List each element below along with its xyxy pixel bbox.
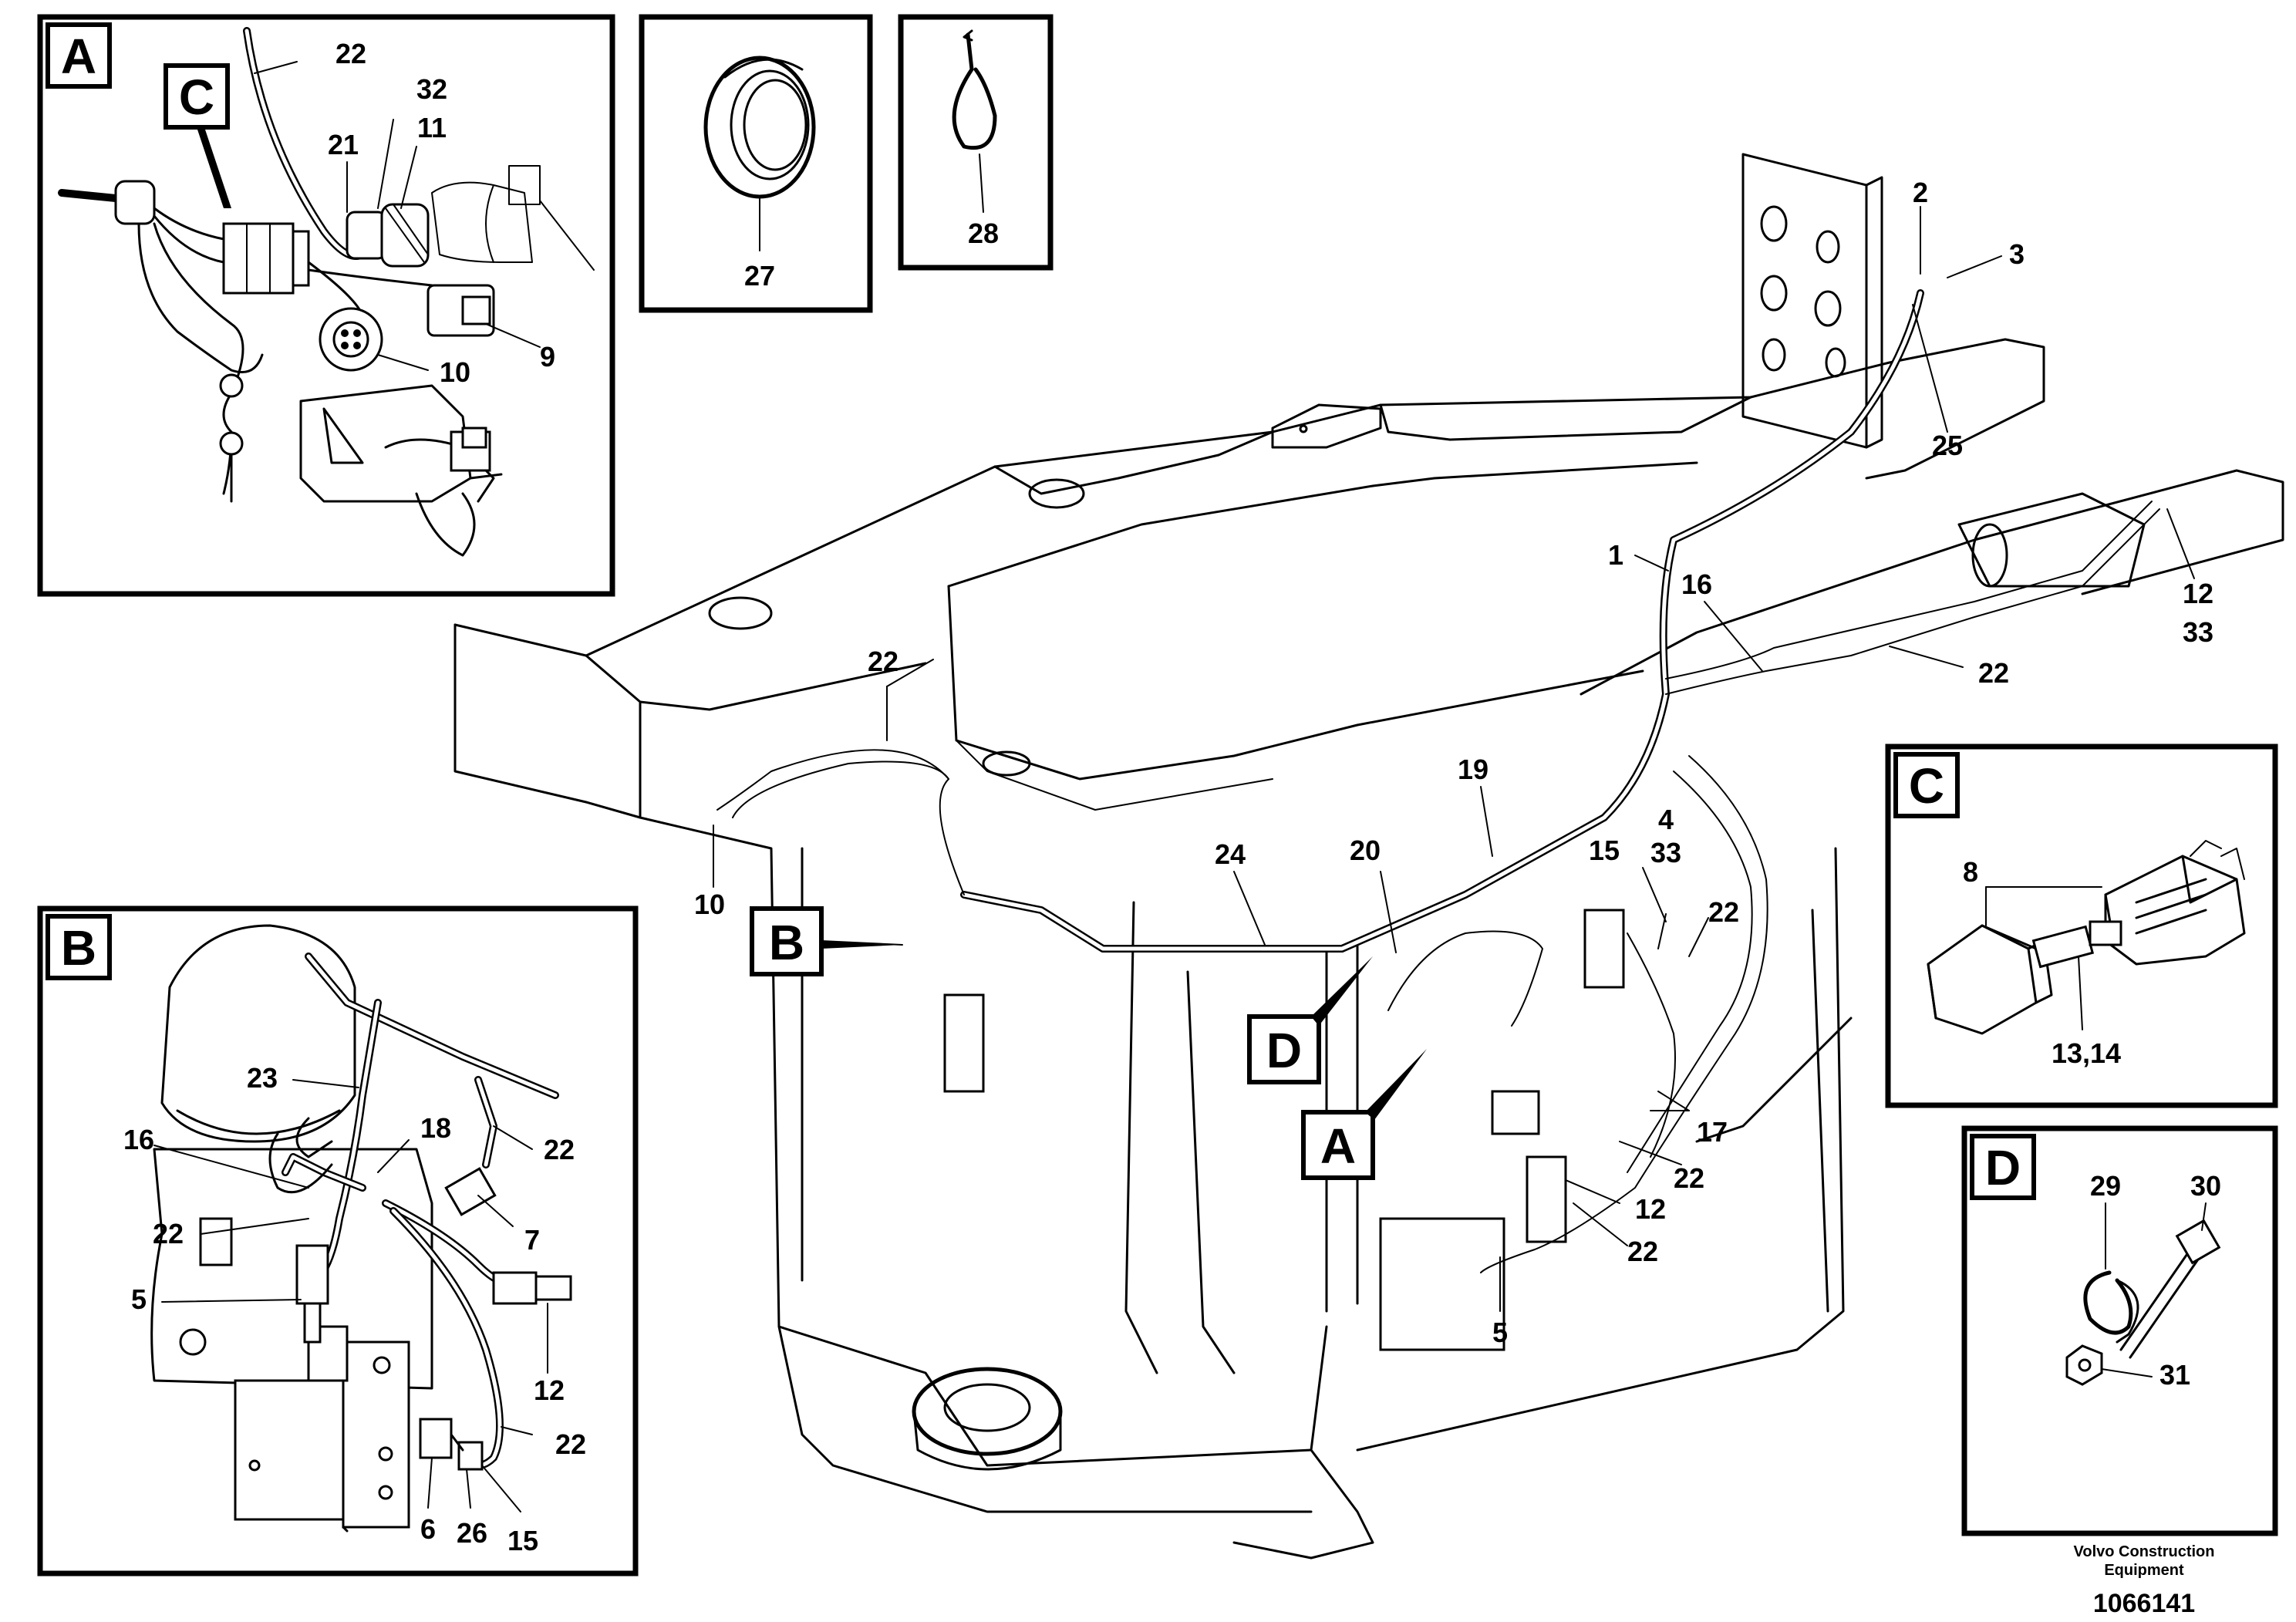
part-number: 6 (420, 1513, 436, 1545)
part-number: 16 (1681, 568, 1712, 600)
detail-tag-b-panel: B (61, 920, 96, 976)
part-number: 12 (1635, 1193, 1666, 1225)
part-number: 23 (247, 1062, 278, 1094)
detail-panel-a: A C (37, 14, 615, 597)
part-number: 17 (1697, 1116, 1728, 1148)
part-number: 2 (1913, 177, 1928, 208)
part-number: 1 (1608, 539, 1623, 571)
main-harness-cables (716, 289, 2160, 1273)
detail-panel-d: D 29 30 31 (1961, 1125, 2278, 1536)
part-number: 15 (507, 1525, 538, 1556)
main-frame-assembly (453, 153, 2284, 1560)
detail-panel-28: 28 (898, 14, 1054, 271)
part-number: 5 (131, 1283, 147, 1315)
detail-tag-d-main: D (1266, 1023, 1302, 1078)
main-leader-lines (713, 206, 2195, 1312)
detail-panel-c: C 8 13,14 (1885, 744, 2278, 1108)
part-number: 22 (335, 38, 366, 69)
detail-tag-b-main: B (769, 915, 804, 970)
detail-tag-d-panel: D (1985, 1140, 2021, 1195)
detail-tag-a-panel: A (61, 29, 96, 84)
part-number: 21 (328, 129, 359, 160)
part-number: 12 (2183, 578, 2213, 609)
detail-panel-27: 27 (639, 14, 873, 313)
part-number: 31 (2159, 1359, 2190, 1391)
part-number: 22 (1674, 1162, 1704, 1194)
part-number: 33 (1650, 837, 1681, 868)
part-number: 22 (1627, 1236, 1658, 1267)
detail-tag-c-panel: C (1909, 758, 1944, 814)
part-number: 22 (544, 1134, 575, 1165)
part-number: 19 (1458, 754, 1489, 785)
part-number: 25 (1932, 430, 1963, 461)
credit-line-1: Volvo Construction (2074, 1543, 2215, 1560)
detail-tag-c-in-a: C (179, 69, 214, 125)
part-number: 4 (1658, 804, 1674, 835)
part-number: 22 (1708, 896, 1739, 928)
credit-line-2: Equipment (2104, 1562, 2184, 1579)
credit-block: Volvo Construction Equipment 1066141 (2074, 1543, 2215, 1618)
part-number: 33 (2183, 616, 2213, 648)
main-detail-callouts: B D A (750, 906, 1427, 1180)
part-number: 10 (694, 889, 725, 920)
part-number: 13,14 (2052, 1037, 2121, 1069)
part-number: 11 (417, 112, 447, 143)
part-number: 5 (1492, 1317, 1508, 1348)
part-number: 27 (744, 260, 775, 292)
part-number: 18 (420, 1112, 451, 1144)
part-number: 28 (968, 218, 999, 249)
part-number: 26 (457, 1517, 487, 1549)
part-number: 3 (2009, 238, 2025, 270)
document-number: 1066141 (2093, 1589, 2195, 1618)
part-number: 22 (1978, 657, 2009, 689)
part-number: 15 (1589, 835, 1620, 866)
part-number: 22 (153, 1218, 184, 1249)
part-number: 8 (1963, 856, 1978, 888)
part-number: 29 (2090, 1170, 2121, 1202)
detail-tag-a-main: A (1320, 1118, 1356, 1174)
part-number: 9 (540, 341, 555, 373)
part-number: 32 (416, 73, 447, 105)
part-number: 30 (2190, 1170, 2221, 1202)
part-number: 16 (123, 1124, 154, 1155)
part-number: 24 (1215, 838, 1246, 870)
part-number: 12 (534, 1374, 565, 1406)
part-number: 20 (1350, 835, 1381, 866)
part-number: 22 (868, 646, 899, 677)
part-number: 10 (440, 356, 470, 388)
detail-panel-b: B (37, 905, 639, 1576)
part-number: 7 (524, 1224, 540, 1256)
main-part-numbers: 2 3 25 1 12 33 16 22 22 10 24 19 20 15 4… (694, 177, 2213, 1348)
part-number: 22 (555, 1428, 586, 1460)
